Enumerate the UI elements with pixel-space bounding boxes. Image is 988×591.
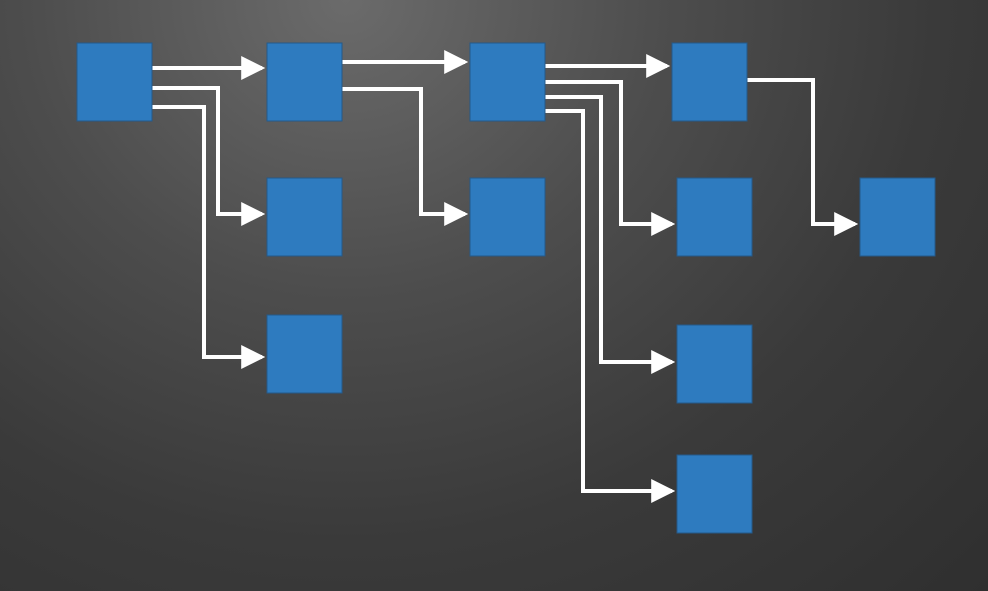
node-n5 xyxy=(469,177,546,257)
edge-n4-n8 xyxy=(545,95,676,374)
edge-n6-n10 xyxy=(747,78,859,236)
node-n0 xyxy=(76,42,153,122)
edges-layer xyxy=(152,50,859,503)
node-n6 xyxy=(671,42,748,122)
nodes-layer xyxy=(76,42,936,534)
edge-n1-n5 xyxy=(342,87,469,226)
node-n4 xyxy=(469,42,546,122)
node-n8 xyxy=(676,324,753,404)
node-n7 xyxy=(676,177,753,257)
edge-n0-n3 xyxy=(152,105,266,369)
node-n10 xyxy=(859,177,936,257)
edge-n0-n2 xyxy=(152,86,266,226)
node-n1 xyxy=(266,42,343,122)
node-n3 xyxy=(266,314,343,394)
edge-n4-n7 xyxy=(545,80,676,236)
edge-n4-n9 xyxy=(545,109,676,503)
node-n9 xyxy=(676,454,753,534)
node-n2 xyxy=(266,177,343,257)
